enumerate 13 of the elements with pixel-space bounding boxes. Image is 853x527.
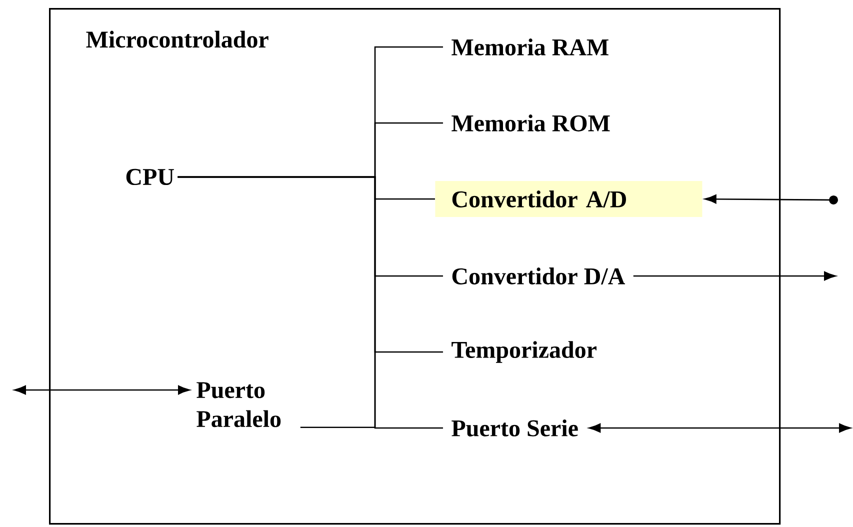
block-label: Memoria ROM	[452, 114, 610, 132]
block-label: Puerto Serie	[452, 420, 578, 436]
block-label: Temporizador	[452, 341, 596, 363]
bus-line	[178, 176, 443, 429]
arrow	[633, 271, 836, 281]
block-label: Memoria RAM	[452, 38, 608, 56]
block-label: Convertidor D/A	[452, 268, 626, 284]
highlighted-block: Convertidor A/D	[435, 181, 702, 217]
cpu-label: CPU	[126, 168, 174, 186]
arrow	[14, 385, 190, 395]
port-label: Puerto Paralelo	[196, 382, 281, 428]
arrow	[588, 423, 851, 433]
arrow	[704, 194, 838, 204]
